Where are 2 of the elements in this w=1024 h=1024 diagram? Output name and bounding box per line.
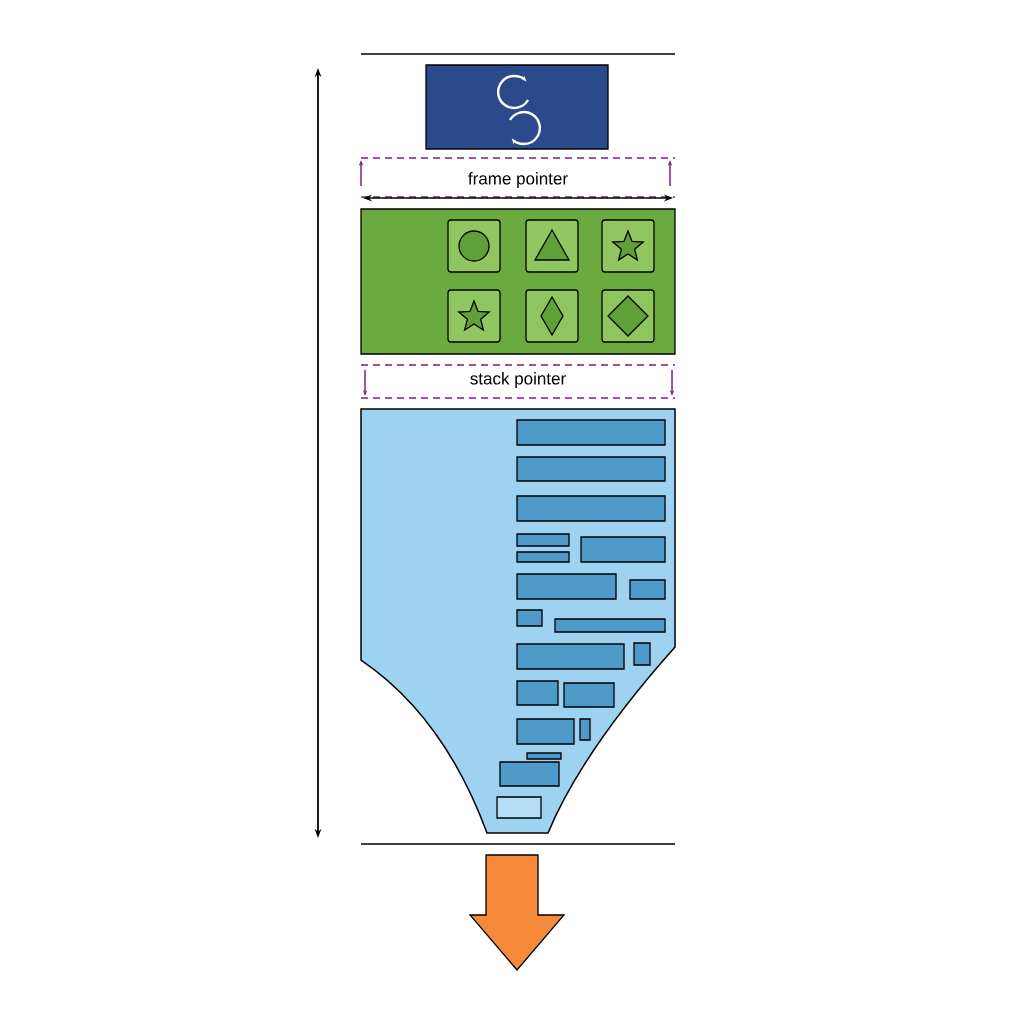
dimension-label: frame pointer bbox=[468, 172, 568, 188]
dimension-label: stack pointer bbox=[470, 372, 566, 388]
